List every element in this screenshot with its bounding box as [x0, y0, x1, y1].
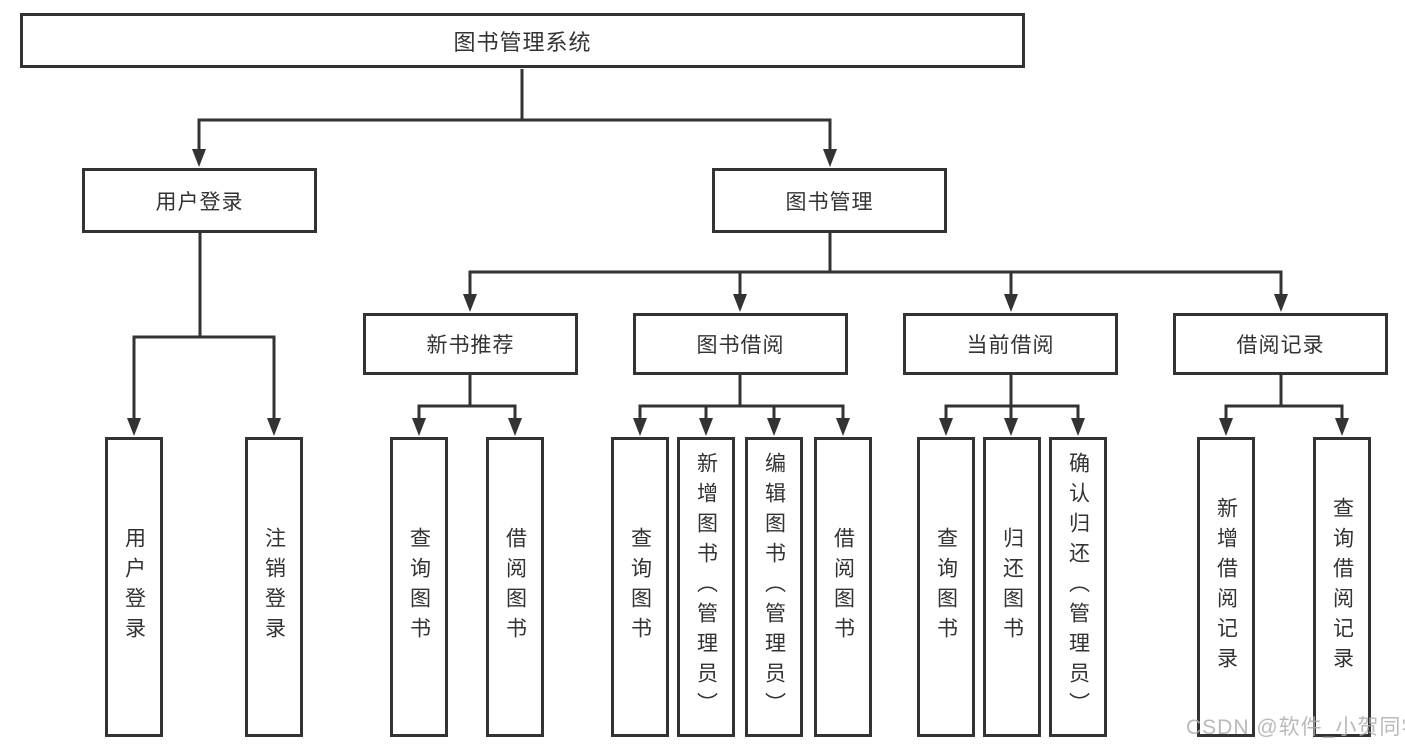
- leaf-borrow-books-recommend: 借阅图书: [486, 437, 544, 737]
- node-label: 新增图书（管理员）: [694, 452, 718, 722]
- leaf-query-books-borrow: 查询图书: [611, 437, 669, 737]
- node-label: 用户登录: [122, 527, 146, 647]
- node-label: 图书管理系统: [453, 29, 592, 55]
- leaf-edit-books-admin: 编辑图书（管理员）: [745, 437, 803, 737]
- leaf-query-borrow-record: 查询借阅记录: [1313, 437, 1371, 737]
- node-label: 新增借阅记录: [1214, 497, 1238, 677]
- leaf-user-login: 用户登录: [105, 437, 163, 737]
- node-current-borrow: 当前借阅: [903, 313, 1118, 375]
- node-label: 注销登录: [262, 527, 286, 647]
- node-user-login: 用户登录: [82, 168, 317, 233]
- node-label: 图书借阅: [696, 334, 785, 357]
- leaf-confirm-return-admin: 确认归还（管理员）: [1049, 437, 1107, 737]
- leaf-add-borrow-record: 新增借阅记录: [1197, 437, 1255, 737]
- node-label: 图书管理: [785, 190, 874, 214]
- node-label: 查询借阅记录: [1330, 497, 1354, 677]
- node-label: 新书推荐: [426, 334, 515, 357]
- node-new-book-recommend: 新书推荐: [363, 313, 578, 375]
- node-label: 借阅图书: [831, 527, 855, 647]
- node-borrow-records: 借阅记录: [1173, 313, 1388, 375]
- node-label: 当前借阅: [966, 334, 1055, 357]
- node-book-management: 图书管理: [712, 168, 947, 233]
- leaf-return-books: 归还图书: [983, 437, 1041, 737]
- node-label: 查询图书: [407, 527, 431, 647]
- leaf-logout: 注销登录: [245, 437, 303, 737]
- node-label: 借阅图书: [503, 527, 527, 647]
- node-label: 查询图书: [934, 527, 958, 647]
- node-book-borrow: 图书借阅: [633, 313, 848, 375]
- node-label: 编辑图书（管理员）: [762, 452, 786, 722]
- leaf-add-books-admin: 新增图书（管理员）: [677, 437, 735, 737]
- node-label: 确认归还（管理员）: [1066, 452, 1090, 722]
- node-library-management-system: 图书管理系统: [20, 13, 1025, 68]
- node-label: 归还图书: [1000, 527, 1024, 647]
- csdn-watermark: CSDN @软件_小贺同学: [1186, 716, 1405, 739]
- node-label: 查询图书: [628, 527, 652, 647]
- node-label: 借阅记录: [1236, 334, 1325, 357]
- leaf-query-books-recommend: 查询图书: [390, 437, 448, 737]
- leaf-query-books-current: 查询图书: [917, 437, 975, 737]
- node-label: 用户登录: [155, 190, 244, 214]
- leaf-borrow-books: 借阅图书: [814, 437, 872, 737]
